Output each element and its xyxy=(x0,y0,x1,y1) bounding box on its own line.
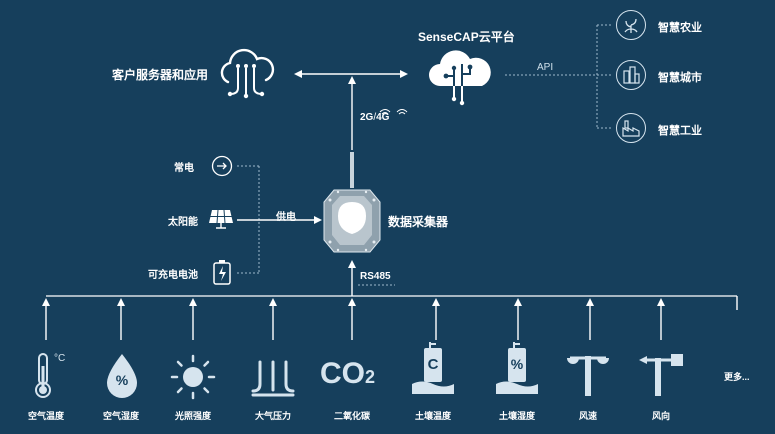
power-supply-label: 供电 xyxy=(276,212,296,223)
soil-moisture-probe-icon xyxy=(496,342,538,394)
co2-text: CO xyxy=(320,357,365,390)
data-logger-device-icon xyxy=(323,152,381,253)
soil-moisture-unit: % xyxy=(510,356,524,372)
sensor-label-air-humidity: 空气湿度 xyxy=(102,411,139,421)
client-server-label: 客户服务器和应用 xyxy=(112,68,209,82)
power-source-solar-label: 太阳能 xyxy=(168,217,198,228)
network-2g: 2G xyxy=(360,112,374,123)
sensecap-cloud-icon xyxy=(429,50,491,106)
app-label-agri: 智慧农业 xyxy=(658,22,702,34)
sensecap-label: SenseCAP云平台 xyxy=(418,30,515,44)
logger-label: 数据采集器 xyxy=(388,215,449,229)
api-label: API xyxy=(537,62,554,73)
more-sensors-label: 更多... xyxy=(724,372,750,382)
app-label-city: 智慧城市 xyxy=(658,72,702,84)
soil-temp-probe-icon xyxy=(412,342,454,394)
anemometer-icon xyxy=(567,356,609,396)
sensor-label-wind-speed: 风速 xyxy=(578,411,597,421)
app-icon-circle xyxy=(616,10,646,40)
power-source-mains-label: 常电 xyxy=(174,163,194,174)
power-source-battery-label: 可充电电池 xyxy=(148,270,198,281)
factory-icon xyxy=(622,120,640,137)
sensor-label-light: 光照强度 xyxy=(174,411,211,421)
app-icon-circle xyxy=(616,113,646,143)
network-sep: / xyxy=(373,112,377,123)
co2-sub: 2 xyxy=(365,367,376,387)
sensor-label-co2: 二氧化碳 xyxy=(333,411,370,421)
humidity-drop-icon xyxy=(107,354,137,398)
pressure-icon xyxy=(251,360,295,397)
thermometer-unit: °C xyxy=(54,353,66,364)
client-cloud-icon xyxy=(220,48,275,99)
rs485-label: RS485 xyxy=(360,271,391,282)
sun-icon xyxy=(170,354,216,400)
sensor-label-wind-direction: 风向 xyxy=(651,411,670,421)
plant-icon xyxy=(624,18,638,33)
battery-icon xyxy=(213,260,231,285)
thermometer-icon xyxy=(35,353,51,398)
city-icon xyxy=(623,66,640,84)
co2-icon: CO2 xyxy=(320,357,375,391)
network-4g: 4G xyxy=(376,112,390,123)
sensor-label-soil-temp: 土壤温度 xyxy=(414,411,451,421)
arrow-circle-icon xyxy=(211,155,233,177)
humidity-unit: % xyxy=(115,372,129,388)
wind-vane-icon xyxy=(639,354,683,396)
app-label-industry: 智慧工业 xyxy=(658,125,702,137)
sensor-label-soil-moisture: 土壤湿度 xyxy=(498,411,535,421)
sensor-label-air-temp: 空气温度 xyxy=(27,411,64,421)
solar-panel-icon xyxy=(209,209,233,229)
sensor-label-pressure: 大气压力 xyxy=(254,411,291,421)
network-label: 2G/4G xyxy=(360,112,389,123)
app-icon-circle xyxy=(616,60,646,90)
soil-temp-unit: C xyxy=(427,356,439,373)
